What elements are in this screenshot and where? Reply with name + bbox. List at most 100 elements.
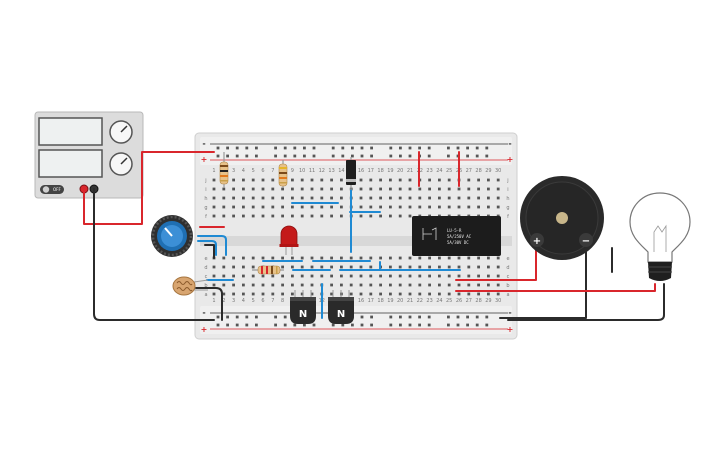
terminal-hole[interactable]	[232, 274, 235, 278]
wire-buzzer-negative[interactable]	[499, 241, 587, 319]
terminal-hole[interactable]	[310, 205, 314, 209]
rail-hole[interactable]	[389, 154, 393, 158]
terminal-hole[interactable]	[418, 292, 422, 296]
terminal-hole[interactable]	[232, 205, 235, 209]
terminal-hole[interactable]	[251, 292, 255, 296]
rail-hole[interactable]	[466, 315, 469, 319]
rail-hole[interactable]	[370, 154, 373, 158]
rail-hole[interactable]	[418, 315, 421, 319]
terminal-hole[interactable]	[467, 292, 471, 296]
rail-hole[interactable]	[408, 154, 412, 158]
terminal-hole[interactable]	[487, 292, 490, 296]
terminal-hole[interactable]	[242, 265, 245, 269]
terminal-hole[interactable]	[408, 265, 412, 269]
terminal-hole[interactable]	[447, 256, 451, 260]
rail-hole[interactable]	[331, 146, 335, 150]
terminal-hole[interactable]	[340, 205, 343, 209]
terminal-hole[interactable]	[369, 187, 373, 191]
terminal-hole[interactable]	[438, 178, 441, 182]
rail-hole[interactable]	[447, 323, 450, 327]
terminal-hole[interactable]	[438, 187, 441, 191]
terminal-hole[interactable]	[261, 187, 265, 191]
terminal-hole[interactable]	[330, 196, 333, 200]
terminal-hole[interactable]	[300, 187, 304, 191]
rail-hole[interactable]	[274, 323, 277, 327]
terminal-hole[interactable]	[330, 283, 333, 287]
rail-hole[interactable]	[399, 315, 402, 319]
terminal-hole[interactable]	[359, 178, 363, 182]
terminal-hole[interactable]	[251, 214, 255, 218]
rail-hole[interactable]	[226, 146, 229, 150]
rail-hole[interactable]	[226, 315, 229, 319]
rail-hole[interactable]	[466, 146, 469, 150]
terminal-hole[interactable]	[271, 214, 275, 218]
terminal-hole[interactable]	[340, 283, 343, 287]
wire-psu-negative[interactable]	[93, 188, 215, 321]
wire-pot-blue[interactable]	[197, 235, 227, 256]
terminal-hole[interactable]	[271, 292, 275, 296]
terminal-hole[interactable]	[261, 283, 265, 287]
terminal-hole[interactable]	[310, 178, 314, 182]
terminal-hole[interactable]	[379, 274, 382, 278]
terminal-hole[interactable]	[291, 205, 294, 209]
rail-hole[interactable]	[360, 154, 364, 158]
rail-hole[interactable]	[293, 146, 297, 150]
rail-hole[interactable]	[475, 323, 479, 327]
terminal-hole[interactable]	[398, 283, 402, 287]
rail-hole[interactable]	[216, 323, 220, 327]
terminal-hole[interactable]	[222, 283, 226, 287]
rail-hole[interactable]	[447, 154, 450, 158]
terminal-hole[interactable]	[310, 265, 314, 269]
rail-hole[interactable]	[360, 323, 364, 327]
terminal-hole[interactable]	[359, 256, 363, 260]
terminal-hole[interactable]	[359, 274, 363, 278]
terminal-hole[interactable]	[320, 274, 324, 278]
terminal-hole[interactable]	[251, 265, 255, 269]
rail-hole[interactable]	[351, 323, 354, 327]
terminal-hole[interactable]	[398, 274, 402, 278]
rail-hole[interactable]	[226, 154, 229, 158]
terminal-hole[interactable]	[408, 178, 412, 182]
rail-hole[interactable]	[312, 154, 316, 158]
rail-hole[interactable]	[447, 315, 450, 319]
terminal-hole[interactable]	[428, 265, 431, 269]
wire-buzzer-positive[interactable]	[455, 241, 537, 281]
terminal-hole[interactable]	[408, 292, 412, 296]
rail-hole[interactable]	[226, 323, 229, 327]
terminal-hole[interactable]	[369, 214, 373, 218]
terminal-hole[interactable]	[457, 265, 461, 269]
rail-hole[interactable]	[341, 154, 345, 158]
terminal-hole[interactable]	[242, 187, 245, 191]
terminal-hole[interactable]	[222, 256, 226, 260]
terminal-hole[interactable]	[408, 274, 412, 278]
terminal-hole[interactable]	[457, 256, 461, 260]
rail-hole[interactable]	[485, 146, 489, 150]
terminal-hole[interactable]	[212, 283, 216, 287]
resistor-2[interactable]	[278, 160, 288, 188]
rail-hole[interactable]	[360, 315, 364, 319]
terminal-hole[interactable]	[242, 214, 245, 218]
terminal-hole[interactable]	[251, 256, 255, 260]
terminal-hole[interactable]	[467, 187, 471, 191]
rail-hole[interactable]	[245, 315, 249, 319]
terminal-hole[interactable]	[447, 187, 451, 191]
terminal-hole[interactable]	[232, 178, 235, 182]
terminal-hole[interactable]	[242, 178, 245, 182]
terminal-hole[interactable]	[467, 196, 471, 200]
rail-hole[interactable]	[485, 315, 489, 319]
rail-hole[interactable]	[274, 154, 277, 158]
terminal-hole[interactable]	[281, 256, 284, 260]
terminal-hole[interactable]	[379, 187, 382, 191]
terminal-hole[interactable]	[369, 265, 373, 269]
terminal-hole[interactable]	[487, 283, 490, 287]
terminal-hole[interactable]	[418, 256, 422, 260]
terminal-hole[interactable]	[261, 274, 265, 278]
terminal-hole[interactable]	[457, 292, 461, 296]
terminal-hole[interactable]	[300, 265, 304, 269]
terminal-hole[interactable]	[281, 265, 284, 269]
terminal-hole[interactable]	[467, 205, 471, 209]
terminal-hole[interactable]	[310, 187, 314, 191]
terminal-hole[interactable]	[487, 205, 490, 209]
psu-current-knob[interactable]	[109, 152, 133, 176]
terminal-hole[interactable]	[232, 187, 235, 191]
